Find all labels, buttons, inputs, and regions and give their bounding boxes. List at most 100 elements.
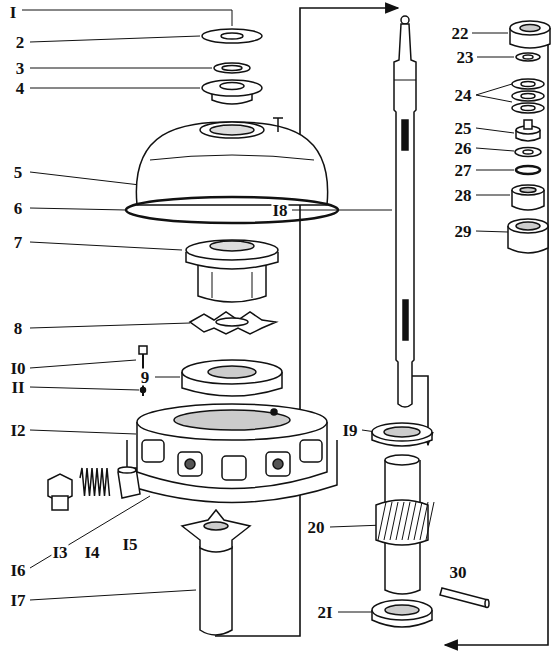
leader-line xyxy=(30,172,140,185)
dome-cover xyxy=(200,122,264,138)
pin xyxy=(440,588,489,608)
leader-line xyxy=(155,377,180,378)
callout-number: I2 xyxy=(9,422,26,439)
leader-line xyxy=(30,242,182,250)
callout-number: 25 xyxy=(454,120,473,137)
main-shaft xyxy=(394,16,416,407)
callout-number: 3 xyxy=(15,60,26,77)
tab-washer xyxy=(190,312,276,334)
ball-bearing xyxy=(182,360,282,396)
helical-gear xyxy=(376,455,434,594)
spacer-rings xyxy=(521,94,535,99)
gear-housing xyxy=(142,440,164,462)
gear-housing xyxy=(127,404,337,503)
gear-housing xyxy=(273,459,283,469)
thrust-washer xyxy=(515,148,541,157)
spacer-rings xyxy=(512,103,544,113)
seal-ring xyxy=(372,600,432,620)
callout-number: I6 xyxy=(9,562,26,579)
callout-number: 20 xyxy=(307,519,326,536)
washer xyxy=(221,33,243,39)
helical-gear xyxy=(376,500,428,545)
callout-number: 5 xyxy=(13,164,24,181)
leader-line xyxy=(30,590,196,600)
callout-number: 23 xyxy=(456,49,475,66)
needle-bearing xyxy=(510,21,550,35)
gasket xyxy=(126,197,338,223)
bolt xyxy=(139,346,147,354)
flange-nut xyxy=(202,80,262,104)
callout-number: 4 xyxy=(15,80,26,97)
sleeve xyxy=(516,222,540,230)
leader-line xyxy=(30,36,200,42)
bearing-ring xyxy=(372,423,432,446)
guide-tube xyxy=(200,546,232,635)
small-washer xyxy=(516,53,540,61)
ball-bearing xyxy=(208,366,256,378)
callout-number: 26 xyxy=(454,140,473,157)
leader-line xyxy=(30,68,212,69)
cup xyxy=(118,467,136,473)
leader-line xyxy=(476,148,514,151)
callout-number: 30 xyxy=(449,564,468,581)
seal-ring xyxy=(385,605,419,615)
gear-housing xyxy=(185,459,195,469)
hub xyxy=(210,241,254,251)
pin xyxy=(440,588,488,607)
thrust-washer xyxy=(515,148,541,157)
main-shaft xyxy=(402,120,408,150)
small-washer xyxy=(516,53,540,61)
bearing-ring xyxy=(384,427,420,437)
cup xyxy=(118,468,140,498)
callout-number: I3 xyxy=(51,544,68,561)
ring xyxy=(214,63,250,73)
plug xyxy=(48,474,72,510)
guide-tube xyxy=(204,522,228,530)
ring xyxy=(222,66,242,71)
callout-number: 27 xyxy=(454,162,473,179)
callout-number: 7 xyxy=(13,234,24,251)
collar xyxy=(516,120,540,141)
gear-housing xyxy=(271,409,277,415)
spacer-rings xyxy=(521,106,535,111)
hub xyxy=(186,240,278,302)
helical-gear xyxy=(378,502,434,540)
gear-housing xyxy=(137,404,327,440)
bush xyxy=(512,185,544,195)
callout-number: 29 xyxy=(454,223,473,240)
hub xyxy=(252,272,253,298)
spring xyxy=(80,468,110,496)
spacer-rings xyxy=(521,82,535,87)
leader-line xyxy=(30,88,200,89)
main-shaft xyxy=(394,24,416,407)
ring xyxy=(214,63,250,73)
thrust-washer xyxy=(523,150,533,154)
main-shaft xyxy=(394,80,416,81)
leader-line xyxy=(22,10,232,26)
small-washer xyxy=(523,55,533,59)
gear-housing xyxy=(222,456,246,480)
flange-nut xyxy=(220,83,244,90)
leader-line xyxy=(22,10,514,612)
callout-number: I xyxy=(9,3,18,20)
seal-ring xyxy=(372,600,432,627)
callout-number: 9 xyxy=(140,369,151,386)
callout-number: I9 xyxy=(341,422,358,439)
dome-cover xyxy=(277,118,279,132)
bush xyxy=(512,185,544,210)
circlip xyxy=(516,166,540,174)
needle-bearing xyxy=(510,21,550,48)
leader-line xyxy=(477,57,514,58)
washer xyxy=(202,29,262,43)
callout-number: I8 xyxy=(271,202,288,219)
callout-number: I0 xyxy=(9,360,26,377)
dome-cover xyxy=(273,117,283,119)
dome-cover xyxy=(210,125,254,135)
gear-housing xyxy=(174,410,290,430)
callout-number: 2 xyxy=(15,34,26,51)
gear-housing xyxy=(300,440,322,462)
callout-number: 24 xyxy=(454,87,473,104)
spacer-rings xyxy=(512,79,544,113)
sleeve xyxy=(508,219,548,233)
